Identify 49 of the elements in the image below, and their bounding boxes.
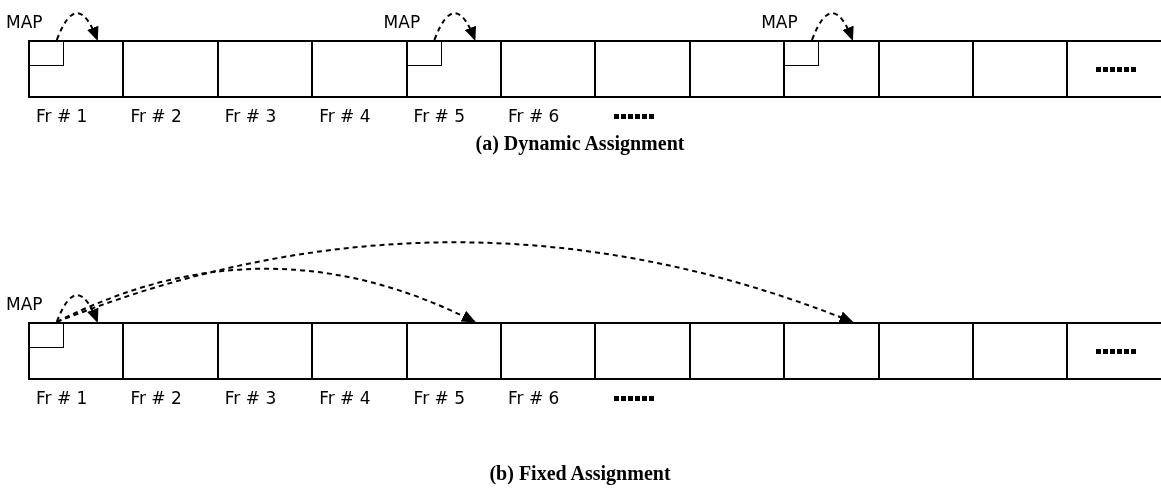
frame-cell — [28, 322, 125, 380]
frame-cell — [594, 40, 691, 98]
map-label: MAP — [383, 12, 421, 32]
caption: (b) Fixed Assignment — [489, 462, 671, 485]
map-label: MAP — [761, 12, 798, 32]
arrow — [55, 294, 99, 323]
frame-cell — [28, 40, 125, 98]
frame-label: Fr # 2 — [130, 106, 182, 126]
arrow — [55, 12, 99, 41]
arrow — [811, 12, 854, 41]
arrow — [55, 241, 854, 324]
map-box — [28, 40, 64, 66]
frame-label: Fr # 3 — [224, 388, 277, 408]
frame-cell — [783, 40, 880, 98]
frame-cell — [122, 40, 219, 98]
frame-cell — [500, 322, 597, 380]
caption: (a) Dynamic Assignment — [475, 132, 685, 155]
frame-cell — [688, 322, 786, 380]
map-box — [405, 40, 442, 66]
map-box — [783, 40, 820, 66]
frame-label: Fr # 1 — [36, 106, 88, 126]
frame-label: Fr # 2 — [130, 388, 182, 408]
frame-cell — [405, 40, 502, 98]
frame-cell — [405, 322, 502, 380]
frame-cell — [688, 40, 786, 98]
frame-cell — [311, 322, 408, 380]
frame-cell — [216, 40, 314, 98]
frame-cell — [216, 322, 314, 380]
frame-label: Fr # 3 — [224, 106, 277, 126]
frame-cell — [594, 322, 691, 380]
frame-cell — [500, 40, 597, 98]
map-box — [28, 322, 64, 348]
frame-label: Fr # 6 — [508, 106, 560, 126]
frame-label: Fr # 5 — [413, 388, 465, 408]
frame-label: Fr # 4 — [319, 106, 371, 126]
frame-cell — [877, 322, 974, 380]
frame-label: Fr # 5 — [413, 106, 465, 126]
frame-label: Fr # 6 — [508, 388, 560, 408]
frame-cell — [877, 40, 974, 98]
frame-cell — [311, 40, 408, 98]
frame-cell — [783, 322, 880, 380]
map-label: MAP — [6, 294, 43, 314]
frame-label: Fr # 1 — [36, 388, 88, 408]
frame-cell — [972, 40, 1069, 98]
map-label: MAP — [6, 12, 43, 32]
frame-cell — [122, 322, 219, 380]
frame-cell — [972, 322, 1069, 380]
arrow — [433, 12, 476, 41]
frame-label: Fr # 4 — [319, 388, 371, 408]
